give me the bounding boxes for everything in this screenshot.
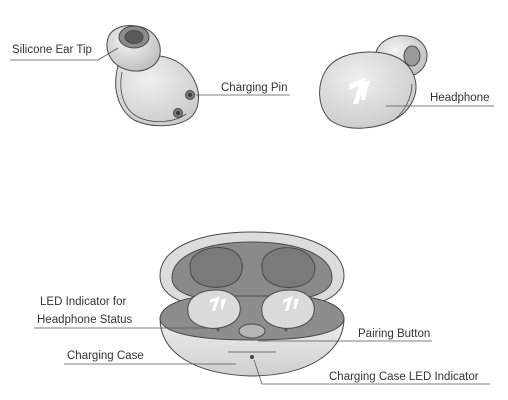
ear-tip-nozzle — [124, 30, 144, 44]
label-headphone: Headphone — [430, 92, 490, 104]
label-led-indicator-line2: Headphone Status — [37, 314, 133, 326]
label-charging-case: Charging Case — [67, 350, 144, 362]
label-silicone-ear-tip: Silicone Ear Tip — [12, 44, 92, 56]
pairing-button-graphic — [238, 323, 266, 339]
earbud-back-view — [106, 25, 199, 127]
headphone-logo — [349, 78, 370, 104]
earbud-front-tip-nozzle — [403, 45, 421, 67]
leader-silicone-ear-tip — [10, 47, 119, 61]
earbud-front-edge — [393, 83, 413, 121]
lid-cavity-left — [189, 247, 243, 288]
case-earbud-right-logo — [283, 296, 299, 311]
earbud-front-view — [319, 35, 428, 129]
charging-pin-1-core — [188, 93, 192, 97]
earbud-front-body — [319, 51, 417, 129]
label-pairing-button: Pairing Button — [358, 328, 431, 340]
label-charging-case-led: Charging Case LED Indicator — [329, 371, 479, 383]
lid-cavity-right — [261, 247, 316, 288]
earbud-back-rim — [120, 71, 187, 122]
charging-case-led — [250, 355, 254, 359]
label-charging-pin: Charging Pin — [221, 82, 288, 94]
headphone-status-led-left — [216, 328, 220, 332]
charging-pin-2-core — [176, 111, 180, 115]
label-led-indicator-line1: LED Indicator for — [40, 296, 127, 308]
case-earbud-left-logo — [210, 296, 226, 311]
leader-lines — [10, 47, 494, 385]
headphone-status-led-right — [284, 328, 288, 332]
charging-case-graphic — [159, 231, 345, 377]
leader-charging-case-led — [253, 359, 490, 385]
